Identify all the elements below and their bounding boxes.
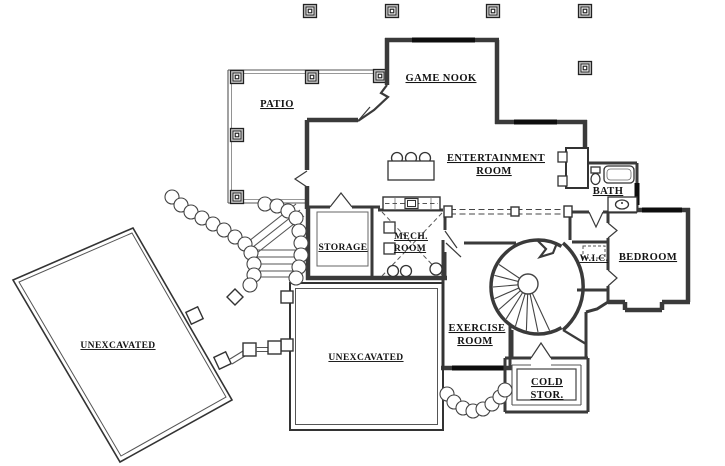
- column-icon: [229, 127, 245, 143]
- column-icon: [304, 69, 320, 85]
- column-icon: [384, 3, 400, 19]
- room-label-cold-1: COLD: [531, 377, 563, 388]
- shrub-icon: [288, 210, 304, 226]
- room-label-bedroom: BEDROOM: [619, 252, 677, 263]
- pier-footing: [242, 342, 257, 357]
- shrub-icon: [242, 277, 258, 293]
- tank-icon: [399, 264, 413, 278]
- unexcavated-detached-room: [11, 226, 234, 464]
- room-label-exercise-2: ROOM: [457, 336, 492, 347]
- room-label-exercise-1: EXERCISE: [449, 323, 506, 334]
- toilet-icon: [590, 172, 601, 186]
- column-icon: [485, 3, 501, 19]
- footing-connectors: [226, 288, 282, 365]
- shrub-icon: [497, 382, 513, 398]
- fireplace: [557, 147, 589, 189]
- room-label-unexcavated-detached: UNEXCAVATED: [80, 341, 155, 351]
- room-label-cold-2: STOR.: [530, 390, 563, 401]
- stepping-stone: [226, 288, 244, 306]
- bay-wall: [357, 84, 390, 122]
- shrub-icon: [288, 270, 304, 286]
- room-label-entertainment-1: ENTERTAINMENT: [447, 153, 545, 164]
- room-label-bath: BATH: [593, 186, 624, 197]
- sink-icon: [614, 199, 630, 210]
- pier-footing: [267, 340, 282, 355]
- spiral-staircase: [489, 238, 585, 336]
- room-labels: GAME NOOK ENTERTAINMENT ROOM BATH STORAG…: [80, 73, 677, 401]
- shrub-cluster-lower: [439, 382, 513, 419]
- overhead-beam: [443, 205, 573, 218]
- room-label-storage: STORAGE: [318, 243, 367, 253]
- room-label-mech-1: MECH.: [394, 232, 428, 242]
- room-label-game-nook: GAME NOOK: [406, 73, 477, 84]
- column-icon: [577, 60, 593, 76]
- stair-treads: [492, 264, 551, 333]
- mech-room-equipment: [381, 211, 444, 278]
- wic-shelving: [582, 245, 606, 259]
- pier-footing: [280, 290, 294, 304]
- room-label-patio: PATIO: [260, 99, 294, 110]
- pier-footing: [212, 350, 233, 371]
- column-icon: [229, 69, 245, 85]
- pier-footing: [280, 338, 294, 352]
- toilet-tank-icon: [590, 166, 601, 174]
- tank-icon: [429, 262, 443, 276]
- column-icon: [577, 3, 593, 19]
- room-label-entertainment-2: ROOM: [476, 166, 511, 177]
- room-label-unexcavated-main: UNEXCAVATED: [328, 353, 403, 363]
- bathtub-icon: [603, 165, 635, 184]
- bath-fixtures: [590, 165, 638, 213]
- storage-shelves: [316, 211, 369, 267]
- shrub-icon: [216, 222, 232, 238]
- column-icon: [302, 3, 318, 19]
- bar-counter: [382, 196, 441, 211]
- cold-storage-room: [503, 330, 590, 414]
- tank-icon: [386, 264, 400, 278]
- unexcavated-main-room: [280, 282, 444, 431]
- room-label-wic: W.I.C.: [580, 254, 609, 264]
- shrub-cluster-upper: [164, 189, 309, 293]
- break-line: [537, 240, 559, 260]
- column-icon: [229, 189, 245, 205]
- column-icon: [372, 68, 388, 84]
- room-label-mech-2: ROOM: [394, 244, 426, 254]
- pier-footing: [184, 305, 205, 326]
- bar-table: [387, 151, 435, 181]
